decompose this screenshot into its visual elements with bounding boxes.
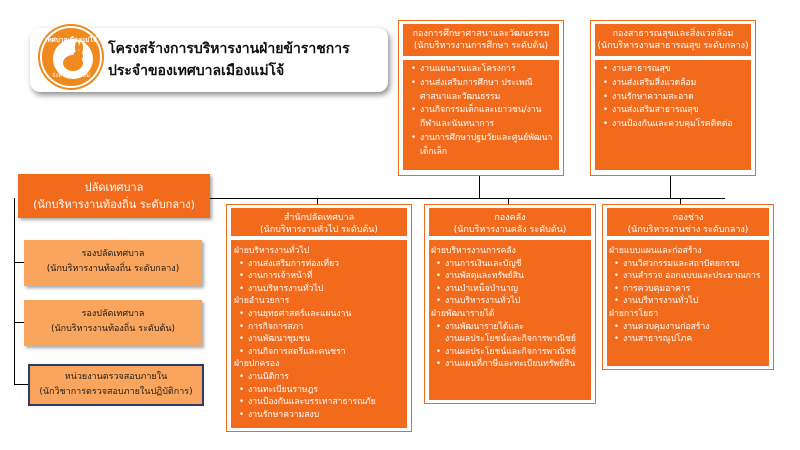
office-task-item: งานบริหารงานทั่วไป xyxy=(234,283,406,296)
connector-main-horizontal xyxy=(195,198,725,199)
finance-division-level: (นักบริหารงานคลัง ระดับต้น) xyxy=(453,225,567,235)
engineering-task-item: งานสาธารณูปโภค xyxy=(609,333,769,346)
office-division-name: สำนักปลัดเทศบาล xyxy=(283,213,355,223)
chief-administrator-name: ปลัดเทศบาล xyxy=(84,181,144,194)
education-task-item: ศาสนาและวัฒนธรรม xyxy=(420,91,501,102)
education-division-level: (นักบริหารงานการศึกษา ระดับต้น) xyxy=(413,41,549,51)
deputy-box-1: รองปลัดเทศบาล (นักบริหารงานท้องถิ่น ระดั… xyxy=(24,240,202,286)
rabbit-emblem-icon xyxy=(53,39,93,79)
finance-division-name: กองคลัง xyxy=(494,213,526,223)
engineering-task-item: งานสำรวจ ออกแบบและประมาณการ xyxy=(609,270,769,283)
logo-bottom-text: จังหวัดเชียงใหม่ xyxy=(52,73,90,79)
engineering-division-header: กองช่าง (นักบริหารงานช่าง ระดับกลาง) xyxy=(607,208,769,236)
deputy-2-level: (นักบริหารงานท้องถิ่น ระดับต้น) xyxy=(50,324,175,334)
engineering-task-item: งานบริหารงานทั่วไป xyxy=(609,295,769,308)
finance-task-item: งานบำเหน็จบำนาญ xyxy=(431,283,591,296)
connector-health-down xyxy=(670,172,671,199)
engineering-division-level: (นักบริหารงานช่าง ระดับกลาง) xyxy=(627,225,749,235)
page-title-line2: ประจำของเทศบาลเมืองแม่โจ้ xyxy=(108,63,285,79)
office-task-item: งานรักษาความสงบ xyxy=(234,409,406,422)
health-division-level: (นักบริหารงานสาธารณสุข ระดับกลาง) xyxy=(597,41,749,51)
connector-audit xyxy=(14,384,30,385)
connector-deputy2 xyxy=(14,322,30,323)
engineering-task-item: ฝ่ายแบบแผนและก่อสร้าง xyxy=(609,246,702,256)
connector-left-vertical xyxy=(14,198,15,384)
connector-office-up xyxy=(317,198,318,208)
health-task-item: งานสาธารณสุข xyxy=(598,63,750,77)
office-task-item: งานพัฒนาชุมชน xyxy=(234,333,406,346)
education-task-item: กีฬาและนันทนาการ xyxy=(420,119,495,130)
office-task-item: งานยุทธศาสตร์และแผนงาน xyxy=(234,308,406,321)
engineering-task-list: ฝ่ายแบบแผนและก่อสร้างงานวิศวกรรมและสถาปั… xyxy=(609,245,769,346)
education-task-item: งานแผนงานและโครงการ xyxy=(406,63,558,77)
finance-task-item: งานผลประโยชน์และกิจการพาณิชย์ xyxy=(431,346,591,359)
health-division-name: กองสาธารณสุขและสิ่งแวดล้อม xyxy=(612,29,734,39)
health-task-item: งานส่งเสริมสาธารณสุข xyxy=(598,104,750,118)
education-task-list: งานแผนงานและโครงการงานส่งเสริมการศึกษา ป… xyxy=(406,63,558,160)
deputy-box-2: รองปลัดเทศบาล (นักบริหารงานท้องถิ่น ระดั… xyxy=(24,300,202,346)
internal-audit-name: หน่วยงานตรวจสอบภายใน xyxy=(64,372,168,382)
engineering-division-name: กองช่าง xyxy=(672,213,704,223)
finance-task-item: งานการเงินและบัญชี xyxy=(431,258,591,271)
connector-education-down xyxy=(479,172,480,199)
deputy-1-level: (นักบริหารงานท้องถิ่น ระดับกลาง) xyxy=(46,264,180,274)
engineering-task-item: งานควบคุมงานก่อสร้าง xyxy=(609,321,769,334)
office-task-item: งานทะเบียนราษฎร xyxy=(234,384,406,397)
engineering-task-item: การควบคุมอาคาร xyxy=(609,283,769,296)
education-task-item: งานส่งเสริมการศึกษา ประเพณี xyxy=(406,77,558,91)
page-title-line1: โครงสร้างการบริหารงานฝ่ายข้าราชการ xyxy=(108,41,350,57)
logo-top-text: เทศบาลเมืองแม่โจ้ xyxy=(45,36,97,44)
office-task-item: ฝ่ายบริหารงานทั่วไป xyxy=(234,246,310,256)
finance-task-item: งานบริหารงานทั่วไป xyxy=(431,295,591,308)
education-task-item: งานกิจกรรมเด็กและเยาวชน/งาน xyxy=(406,104,558,118)
finance-task-item: งานพัสดุและทรัพย์สิน xyxy=(431,270,591,283)
office-division-level: (นักบริหารงานทั่วไป ระดับต้น) xyxy=(260,225,378,235)
finance-task-item: ฝ่ายพัฒนารายได้ xyxy=(431,308,495,319)
health-task-item: งานส่งเสริมสิ่งแวดล้อม xyxy=(598,77,750,91)
health-task-list: งานสาธารณสุขงานส่งเสริมสิ่งแวดล้อมงานรัก… xyxy=(598,63,750,132)
finance-task-item: ฝ่ายบริหารงานการคลัง xyxy=(431,246,516,256)
health-task-item: งานป้องกันและควบคุมโรคติดต่อ xyxy=(598,118,750,132)
deputy-2-name: รองปลัดเทศบาล xyxy=(81,309,145,319)
finance-division-header: กองคลัง (นักบริหารงานคลัง ระดับต้น) xyxy=(429,208,591,236)
office-task-item: ฝ่ายอำนวยการ xyxy=(234,296,290,307)
page-title: โครงสร้างการบริหารงานฝ่ายข้าราชการ ประจำ… xyxy=(108,38,388,82)
health-division-header: กองสาธารณสุขและสิ่งแวดล้อม (นักบริหารงาน… xyxy=(595,24,751,56)
office-task-item: งานนิติการ xyxy=(234,371,406,384)
education-task-item: งานการศึกษาปฐมวัยและศูนย์พัฒนา xyxy=(406,132,558,146)
education-division-header: กองการศึกษาศาสนาและวัฒนธรรม (นักบริหารงา… xyxy=(403,24,559,56)
office-task-list: ฝ่ายบริหารงานทั่วไปงานส่งเสริมการท่องเที… xyxy=(234,245,406,421)
chief-administrator-box: ปลัดเทศบาล (นักบริหารงานท้องถิ่น ระดับกล… xyxy=(18,174,210,218)
internal-audit-box: หน่วยงานตรวจสอบภายใน (นักวิชาการตรวจสอบภ… xyxy=(28,364,204,406)
education-task-item: เด็กเล็ก xyxy=(420,146,448,157)
engineering-task-item: งานวิศวกรรมและสถาปัตยกรรม xyxy=(609,258,769,271)
office-task-item: ฝ่ายปกครอง xyxy=(234,359,280,370)
internal-audit-level: (นักวิชาการตรวจสอบภายในปฏิบัติการ) xyxy=(39,387,193,397)
health-task-item: งานรักษาความสะอาด xyxy=(598,91,750,105)
chief-administrator-level: (นักบริหารงานท้องถิ่น ระดับกลาง) xyxy=(33,198,195,211)
office-task-item: งานป้องกันและบรรเทาสาธารณภัย xyxy=(234,396,406,409)
finance-task-list: ฝ่ายบริหารงานการคลังงานการเงินและบัญชีงา… xyxy=(431,245,591,371)
connector-deputy1 xyxy=(14,262,30,263)
office-task-item: งานการเจ้าหน้าที่ xyxy=(234,270,406,283)
municipality-logo: เทศบาลเมืองแม่โจ้ จังหวัดเชียงใหม่ xyxy=(40,26,102,88)
education-division-name: กองการศึกษาศาสนาและวัฒนธรรม xyxy=(412,29,550,39)
office-division-header: สำนักปลัดเทศบาล (นักบริหารงานทั่วไป ระดั… xyxy=(231,208,407,236)
connector-engineering-up xyxy=(680,198,681,208)
office-task-item: การกิจการสภา xyxy=(234,321,406,334)
connector-finance-up xyxy=(508,198,509,208)
finance-task-item: งานผลประโยชน์และกิจการพาณิชย์ xyxy=(445,334,576,345)
engineering-task-item: ฝ่ายการโยธา xyxy=(609,308,659,319)
deputy-1-name: รองปลัดเทศบาล xyxy=(81,249,145,259)
office-task-item: งานกิจการสตรีและคนชรา xyxy=(234,346,406,359)
office-task-item: งานส่งเสริมการท่องเที่ยว xyxy=(234,258,406,271)
finance-task-item: งานแผนที่ภาษีและทะเบียนทรัพย์สิน xyxy=(431,358,591,371)
finance-task-item: งานพัฒนารายได้และ xyxy=(431,321,591,334)
